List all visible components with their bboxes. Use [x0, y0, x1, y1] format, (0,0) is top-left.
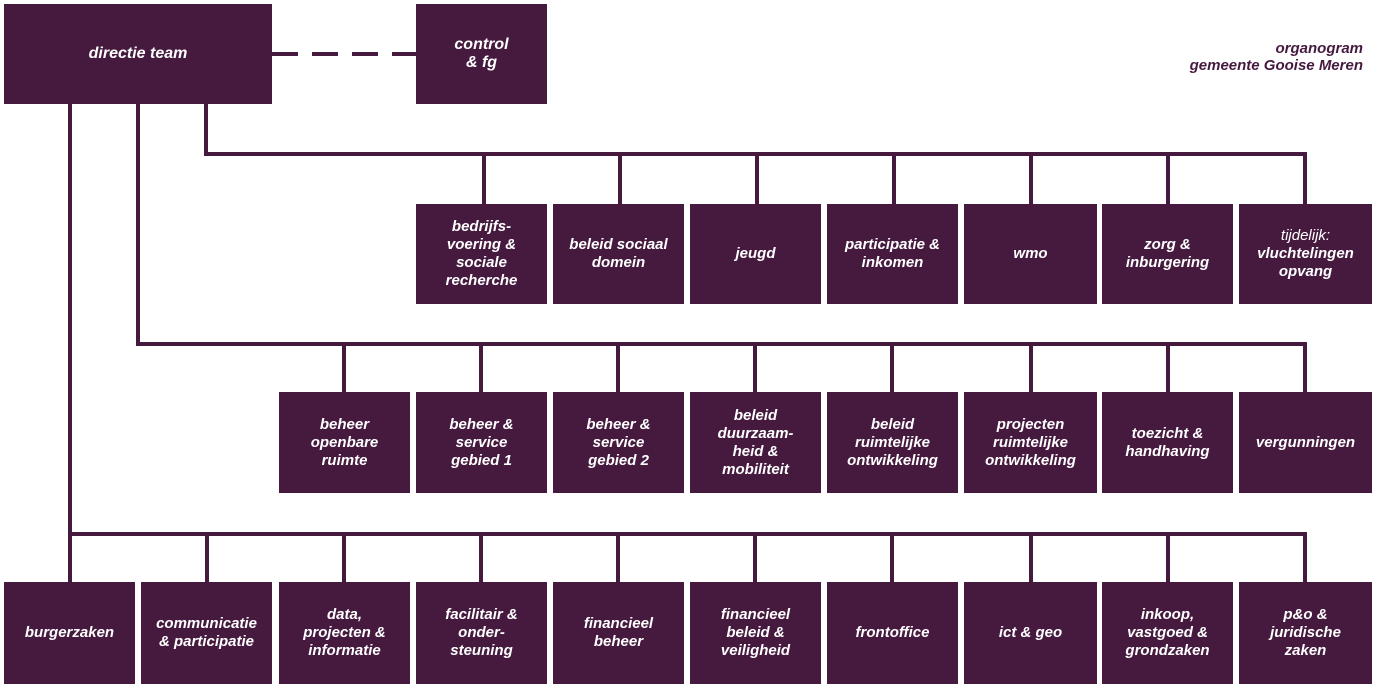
- box-beheer-service-gebied-1: beheer & service gebied 1: [416, 392, 547, 493]
- box-projecten-ruimtelijke-ontwikkeling: projecten ruimtelijke ontwikkeling: [964, 392, 1097, 493]
- box-participatie-inkomen: participatie & inkomen: [827, 204, 958, 304]
- box-beleid-sociaal-domein: beleid sociaal domein: [553, 204, 684, 304]
- box-directie-team: directie team: [4, 4, 272, 104]
- organogram-title: organogram gemeente Gooise Meren: [1190, 40, 1363, 74]
- box-financieel-beleid-veiligheid: financieel beleid & veiligheid: [690, 582, 821, 684]
- box-ict-geo: ict & geo: [964, 582, 1097, 684]
- box-vergunningen: vergunningen: [1239, 392, 1372, 493]
- box-toezicht-handhaving: toezicht & handhaving: [1102, 392, 1233, 493]
- box-data-projecten-informatie: data, projecten & informatie: [279, 582, 410, 684]
- title-line-2: gemeente Gooise Meren: [1189, 57, 1363, 74]
- box-facilitair-ondersteuning: facilitair & onder- steuning: [416, 582, 547, 684]
- box-jeugd: jeugd: [690, 204, 821, 304]
- box-beleid-ruimtelijke-ontwikkeling: beleid ruimtelijke ontwikkeling: [827, 392, 958, 493]
- box-beheer-openbare-ruimte: beheer openbare ruimte: [279, 392, 410, 493]
- box-vluchtelingen-prefix: tijdelijk:: [1280, 227, 1331, 244]
- box-beleid-duurzaamheid: beleid duurzaam- heid & mobiliteit: [690, 392, 821, 493]
- box-financieel-beheer: financieel beheer: [553, 582, 684, 684]
- box-bedrijfsvoering: bedrijfs- voering & sociale recherche: [416, 204, 547, 304]
- box-po-juridische-zaken: p&o & juridische zaken: [1239, 582, 1372, 684]
- box-wmo: wmo: [964, 204, 1097, 304]
- box-vluchtelingen-opvang: tijdelijk: vluchtelingen opvang: [1239, 204, 1372, 304]
- box-communicatie-participatie: communicatie & participatie: [141, 582, 272, 684]
- box-frontoffice: frontoffice: [827, 582, 958, 684]
- box-zorg-inburgering: zorg & inburgering: [1102, 204, 1233, 304]
- box-inkoop-vastgoed-grondzaken: inkoop, vastgoed & grondzaken: [1102, 582, 1233, 684]
- title-line-1: organogram: [1275, 40, 1363, 57]
- box-control-fg: control & fg: [416, 4, 547, 104]
- box-burgerzaken: burgerzaken: [4, 582, 135, 684]
- box-beheer-service-gebied-2: beheer & service gebied 2: [553, 392, 684, 493]
- box-vluchtelingen-label: vluchtelingen opvang: [1257, 245, 1354, 280]
